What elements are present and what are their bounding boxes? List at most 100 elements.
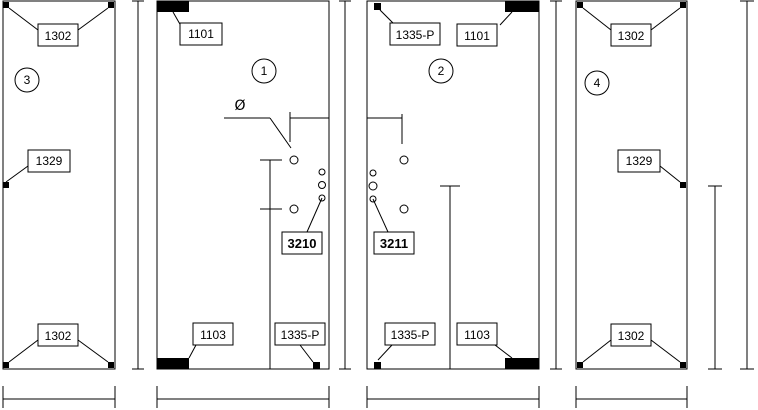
label-box — [373, 231, 415, 255]
leader-line — [659, 165, 681, 183]
hinge-1101 — [157, 1, 189, 12]
fitting-1335-p-top — [374, 3, 381, 10]
fitting-1302-bottom-left — [3, 362, 9, 368]
label-1329: 1329 — [36, 154, 63, 168]
leader-line — [377, 344, 393, 361]
label-box — [456, 322, 498, 346]
panel-1: 1101 1 Ø 3210 1103 1335-P — [156, 0, 330, 370]
dimension-line-vertical — [708, 185, 722, 370]
fitting-1302-bottom-left — [577, 362, 583, 368]
hinge-1103 — [505, 358, 539, 369]
panel-4: 1302 4 1329 1302 — [575, 0, 688, 370]
panel-number: 1 — [261, 64, 268, 78]
label-1335-p: 1335-P — [281, 328, 320, 342]
leader-line — [650, 339, 681, 363]
dimension-line-horizontal — [2, 386, 116, 408]
hole — [369, 169, 377, 177]
fitting-1329 — [3, 182, 9, 188]
label-1335-p-bottom: 1335-P — [391, 328, 430, 342]
hinge-1101 — [505, 1, 539, 12]
leader-line — [372, 198, 389, 233]
label-1302-bottom: 1302 — [45, 329, 72, 343]
label-box — [274, 322, 326, 346]
dimension-line-vertical — [339, 0, 351, 370]
panel-1-outline — [156, 0, 330, 370]
panel-number: 3 — [24, 73, 31, 87]
label-box — [389, 22, 441, 46]
leader-line — [582, 339, 612, 363]
leader-line — [5, 165, 29, 183]
label-3210: 3210 — [288, 236, 317, 251]
fitting-1302-top-left — [3, 2, 9, 8]
dimension-line-horizontal — [156, 386, 330, 408]
fitting-1302-top-right — [108, 2, 114, 8]
label-1101: 1101 — [188, 27, 214, 41]
leader-line — [650, 7, 681, 31]
label-box — [37, 323, 79, 347]
dimension-line-horizontal — [575, 386, 688, 408]
fitting-1302-top-left — [577, 2, 583, 8]
fitting-1302-bottom-right — [108, 362, 114, 368]
panel-2-outline — [366, 0, 540, 370]
dimension-line-vertical — [550, 0, 562, 370]
hole — [289, 204, 299, 214]
leader-line — [306, 197, 323, 233]
label-box — [179, 22, 223, 46]
panel-3: 1302 3 1329 1302 — [2, 0, 116, 370]
leader-line — [8, 7, 39, 31]
hole — [399, 155, 409, 165]
panel-number-circle — [428, 58, 454, 84]
label-1329: 1329 — [626, 154, 653, 168]
leader-line — [582, 7, 612, 31]
leader-line — [299, 344, 314, 363]
leader-line — [499, 11, 513, 26]
label-1103: 1103 — [464, 328, 490, 342]
hole — [368, 181, 378, 191]
hinge-1103 — [157, 358, 189, 369]
label-box — [456, 23, 498, 47]
panel-number-circle — [14, 67, 40, 93]
diameter-symbol: Ø — [234, 98, 245, 114]
fitting-1302-top-right — [680, 2, 686, 8]
leader-line — [269, 117, 292, 149]
label-box — [617, 149, 661, 173]
label-1101: 1101 — [464, 29, 490, 43]
label-box — [610, 323, 652, 347]
fitting-1335-p — [313, 362, 320, 369]
label-1302-bottom: 1302 — [618, 329, 645, 343]
hole — [289, 155, 299, 165]
fitting-1335-p-bottom — [374, 362, 381, 369]
label-box — [192, 322, 234, 346]
label-1302-top: 1302 — [618, 29, 645, 43]
panel-number-circle — [251, 58, 277, 84]
leader-line — [8, 339, 39, 363]
leader-line — [494, 344, 513, 359]
leader-line — [188, 344, 197, 359]
hole — [318, 181, 326, 189]
dimension-line-horizontal — [366, 386, 540, 408]
leader-line — [77, 7, 109, 31]
label-box — [610, 23, 652, 47]
panel-3-outline — [2, 0, 116, 370]
label-1335-p-top: 1335-P — [396, 28, 435, 42]
label-box — [37, 23, 79, 47]
panel-4-outline — [575, 0, 688, 370]
fitting-1329 — [680, 182, 686, 188]
panel-number-circle — [584, 70, 610, 96]
label-1103: 1103 — [200, 328, 226, 342]
panel-2: 1335-P 1101 2 3211 1335-P 1103 — [366, 0, 540, 370]
panel-number: 2 — [438, 64, 445, 78]
dimension-line-vertical — [740, 0, 754, 370]
label-box — [281, 231, 323, 255]
label-1302-top: 1302 — [45, 29, 72, 43]
label-3211: 3211 — [380, 236, 408, 251]
hole — [399, 204, 409, 214]
label-box — [27, 149, 71, 173]
fitting-1302-bottom-right — [680, 362, 686, 368]
hole — [318, 168, 326, 176]
label-box — [384, 322, 436, 346]
dimension-line-vertical — [132, 0, 144, 370]
leader-line — [77, 339, 109, 363]
panel-number: 4 — [594, 76, 601, 90]
